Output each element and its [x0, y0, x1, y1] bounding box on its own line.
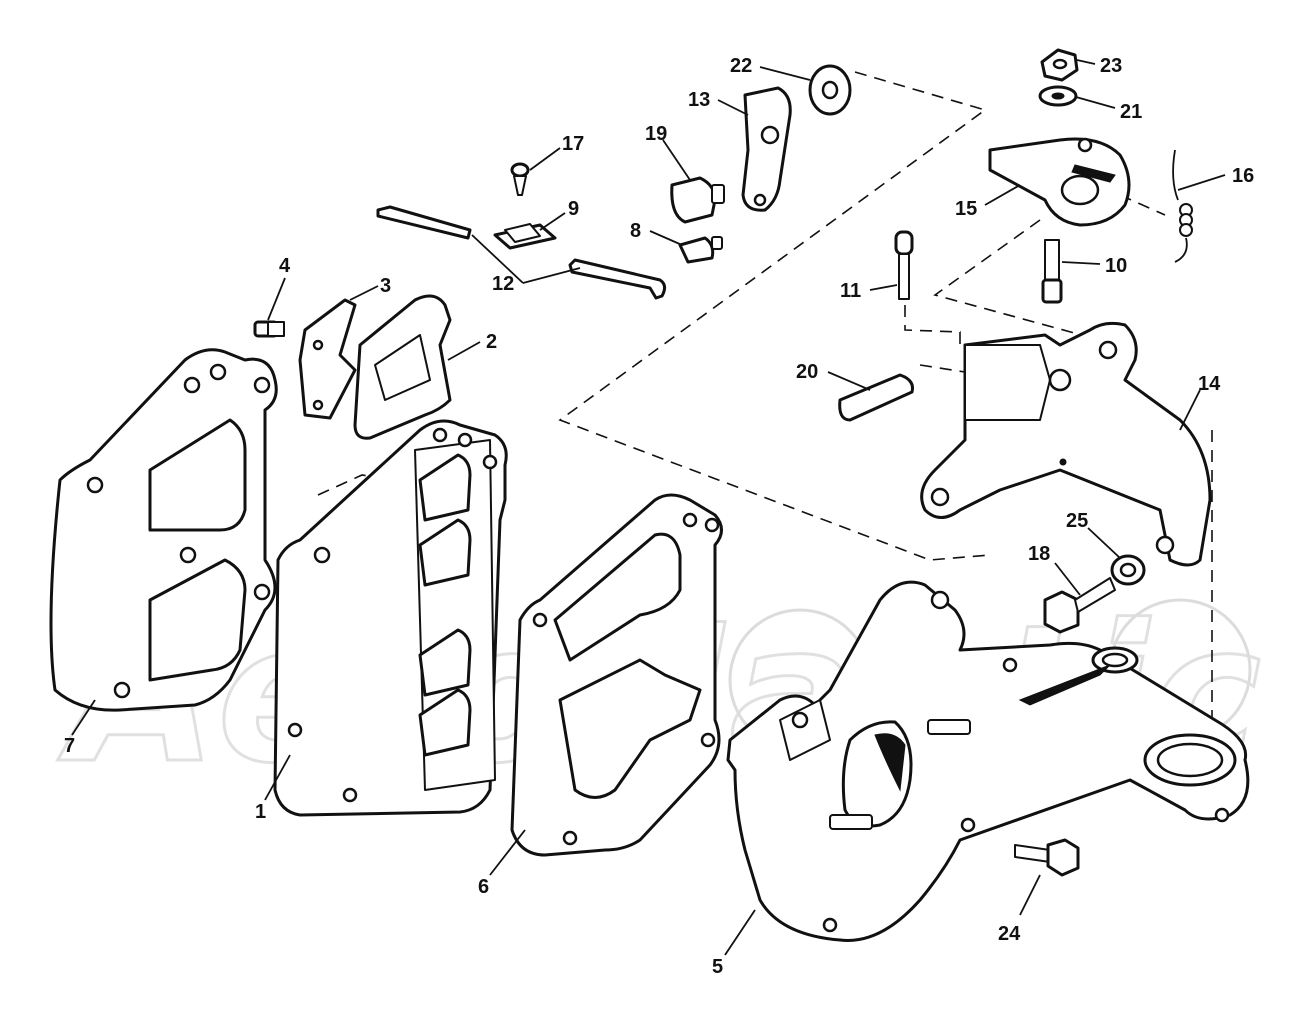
callout-24: 24	[998, 923, 1021, 945]
part-7-gasket	[49, 348, 278, 712]
leader-lines	[71, 59, 1226, 956]
part-23-nut	[1040, 48, 1079, 82]
callout-5: 5	[712, 956, 723, 978]
part-12-rod	[376, 205, 667, 300]
part-25-lock-washer	[1110, 554, 1146, 586]
part-6-gasket	[510, 493, 723, 857]
part-14-throttle-bracket	[920, 321, 1212, 567]
part-19-bolt	[670, 176, 725, 224]
callout-20: 20	[796, 361, 818, 383]
callout-17: 17	[562, 133, 584, 155]
callout-22: 22	[730, 55, 752, 77]
callout-18: 18	[1028, 543, 1050, 565]
part-8-clip	[678, 236, 723, 264]
callout-16: 16	[1232, 165, 1254, 187]
callout-15: 15	[955, 198, 977, 220]
part-11-pin	[894, 230, 914, 300]
part-9-clip-nut	[493, 223, 557, 250]
callout-25: 25	[1066, 510, 1088, 532]
callout-13: 13	[688, 89, 710, 111]
callout-19: 19	[645, 123, 667, 145]
callout-labels: 7 1 6 5 2 3 4 9 17 8 19 13 22 12 23 21 1…	[64, 55, 1254, 978]
callout-1: 1	[255, 801, 266, 823]
part-5-intake-manifold	[726, 580, 1250, 942]
part-1-reed-plate	[273, 419, 508, 817]
part-15-lever-arm	[988, 137, 1131, 227]
callout-21: 21	[1120, 101, 1142, 123]
part-13-link-plate	[741, 86, 792, 212]
callout-12: 12	[492, 273, 514, 295]
part-2-small-gasket	[353, 294, 452, 440]
part-17-screw	[510, 162, 530, 196]
part-24-bolt	[1014, 838, 1080, 877]
callout-2: 2	[486, 331, 497, 353]
callout-11: 11	[840, 280, 861, 302]
part-20-roller-pin	[838, 373, 914, 422]
part-22-washer	[808, 64, 852, 116]
callout-7: 7	[64, 735, 75, 757]
part-16-spring	[1172, 149, 1193, 263]
part-4-screw	[253, 320, 285, 338]
callout-9: 9	[568, 198, 579, 220]
part-10-bolt	[1041, 239, 1063, 304]
callout-6: 6	[478, 876, 489, 898]
callout-10: 10	[1105, 255, 1127, 277]
part-21-washer	[1038, 85, 1078, 107]
part-18-bolt	[1043, 577, 1116, 634]
callout-8: 8	[630, 220, 641, 242]
callout-3: 3	[380, 275, 391, 297]
part-3-plate	[298, 298, 357, 420]
callout-14: 14	[1198, 373, 1221, 395]
callout-23: 23	[1100, 55, 1122, 77]
callout-4: 4	[279, 255, 291, 277]
